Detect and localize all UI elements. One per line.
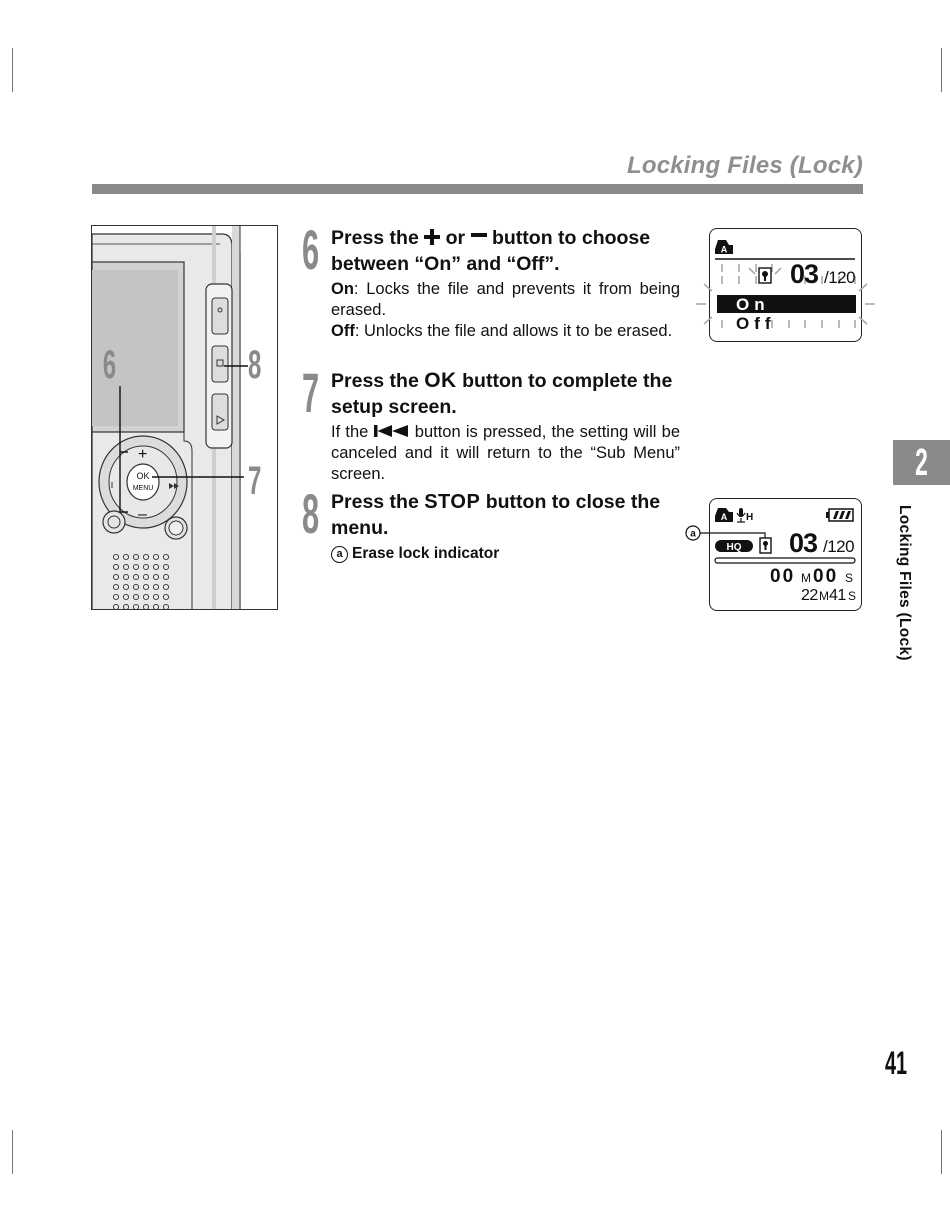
remaining-minutes: 22 xyxy=(801,587,818,604)
file-total: /120 xyxy=(824,268,855,287)
lcd-file-display-graphic: A H HQ 03 /120 00 M 00 S 22 M 41 S a xyxy=(684,507,856,604)
chapter-tab: 2 xyxy=(893,440,950,485)
skip-back-icon xyxy=(373,425,408,437)
file-total: /120 xyxy=(823,537,854,556)
on-term: On xyxy=(331,280,354,298)
crop-mark xyxy=(12,1130,13,1174)
step-number: 7 xyxy=(302,361,320,424)
step-heading: Press the or button to choose between “O… xyxy=(331,227,651,275)
crop-mark xyxy=(941,1130,942,1174)
callout-7: 7 xyxy=(248,458,261,503)
device-illustration: + – OK MENU 6 8 7 xyxy=(91,225,278,610)
ok-label: OK xyxy=(136,471,149,481)
step-body: If the button is pressed, the setting wi… xyxy=(331,423,681,483)
off-description: : Unlocks the file and allows it to be e… xyxy=(354,322,673,340)
lcd-lock-setting: A 03 /120 On Off xyxy=(695,228,875,342)
option-off: Off xyxy=(736,314,776,333)
on-description: : Locks the file and prevents it from be… xyxy=(331,280,680,319)
minus-icon xyxy=(470,233,487,237)
step-number: 6 xyxy=(302,218,320,281)
step-8: 8 Press the STOP button to close the men… xyxy=(302,482,680,545)
step-number: 8 xyxy=(302,482,320,545)
stop-key: STOP xyxy=(424,491,481,513)
remaining-seconds: 41 xyxy=(829,587,846,604)
step-heading: Press the OK button to complete the setu… xyxy=(331,369,673,418)
minus-label: – xyxy=(138,506,147,523)
ok-key: OK xyxy=(424,369,457,392)
step-6: 6 Press the or button to choose between … xyxy=(302,218,680,342)
recorder-drawing: + – OK MENU 6 8 7 xyxy=(92,226,261,609)
step-heading: Press the STOP button to close the menu. xyxy=(331,491,661,539)
menu-label: MENU xyxy=(133,485,154,492)
crop-mark xyxy=(12,48,13,92)
folder-letter: A xyxy=(720,512,727,522)
elapsed-seconds: 00 xyxy=(813,566,838,587)
legend-text: Erase lock indicator xyxy=(352,545,500,562)
remaining-seconds-unit: S xyxy=(848,589,856,603)
title-rule xyxy=(92,184,863,194)
elapsed-seconds-unit: S xyxy=(845,571,853,585)
step-body: On: Locks the file and prevents it from … xyxy=(331,279,680,342)
quality-label: HQ xyxy=(726,542,741,553)
callout-a-letter: a xyxy=(690,528,696,539)
step-7: 7 Press the OK button to complete the se… xyxy=(302,361,681,485)
folder-letter: A xyxy=(720,244,727,254)
page-number: 41 xyxy=(885,1045,908,1081)
progress-bar xyxy=(713,556,856,564)
elapsed-minutes-unit: M xyxy=(801,571,811,585)
file-number: 03 xyxy=(789,528,818,558)
file-number: 03 xyxy=(790,259,819,289)
callout-8: 8 xyxy=(248,342,261,387)
plus-icon xyxy=(424,229,441,245)
chapter-side-label: Locking Files (Lock) xyxy=(896,505,913,661)
lcd-file-display: A H HQ 03 /120 00 M 00 S 22 M 41 S a xyxy=(684,498,862,611)
section-title: Locking Files (Lock) xyxy=(626,152,863,179)
lcd-lock-setting-graphic: A 03 /120 On Off xyxy=(695,239,875,333)
chapter-number: 2 xyxy=(915,442,928,484)
mic-mode: H xyxy=(746,512,753,523)
option-on: On xyxy=(736,295,770,314)
elapsed-minutes: 00 xyxy=(770,566,795,587)
legend-marker: a xyxy=(331,546,348,563)
crop-mark xyxy=(941,48,942,92)
off-term: Off xyxy=(331,322,355,340)
mic-icon xyxy=(738,507,743,516)
callout-6: 6 xyxy=(103,342,116,387)
quality-icon xyxy=(714,539,753,552)
plus-label: + xyxy=(138,446,147,463)
remaining-minutes-unit: M xyxy=(819,589,829,603)
